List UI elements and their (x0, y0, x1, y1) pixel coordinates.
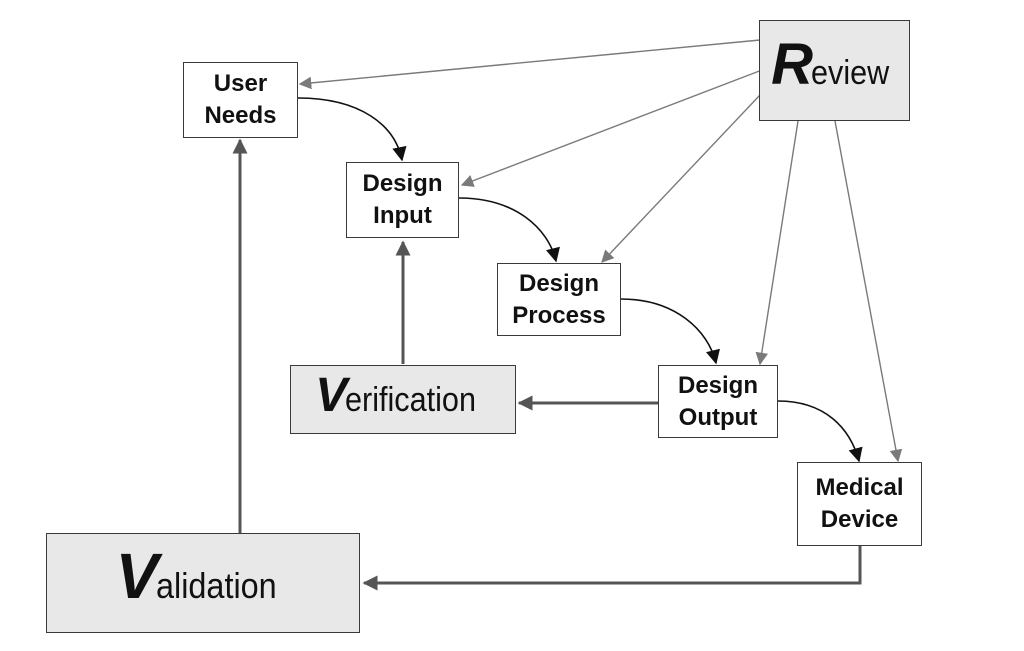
design-input-label-line2: Input (373, 202, 432, 229)
user-needs-label-line2: Needs (204, 102, 277, 129)
design-process-to-design-output-arrow (620, 298, 720, 365)
design-process-label-line2: Process (512, 301, 606, 329)
review-to-medical-device-arrow (834, 120, 903, 463)
review-lead-letter: R (771, 31, 813, 97)
validation-box: Validation (46, 533, 360, 633)
medical-device-to-validation-arrow (362, 546, 862, 591)
verification-lead-letter: V (315, 368, 347, 422)
design-process-box: Design Process (497, 263, 621, 336)
medical-device-label-line2: Device (820, 506, 899, 533)
review-to-user-needs-arrow (298, 39, 761, 90)
design-output-label-line1: Design (677, 371, 758, 399)
user-needs-to-design-input-arrow (297, 97, 407, 162)
design-output-to-medical-device-arrow (777, 400, 863, 463)
review-to-design-output-arrow (755, 120, 799, 366)
design-output-box: Design Output (658, 365, 778, 438)
review-label-rest: eview (810, 53, 890, 92)
review-to-design-process-arrow (601, 94, 761, 263)
design-output-label-line2: Output (678, 403, 758, 431)
medical-device-label-line1: Medical (815, 474, 904, 501)
design-input-label-line1: Design (362, 170, 443, 197)
user-needs-box: User Needs (183, 62, 298, 138)
validation-label-rest: alidation (156, 564, 277, 606)
design-process-label-line1: Design (518, 269, 599, 297)
review-box: Review (759, 20, 910, 121)
medical-device-box: Medical Device (797, 462, 922, 546)
user-needs-label-line1: User (213, 70, 268, 97)
design-input-box: Design Input (346, 162, 459, 238)
design-input-to-design-process-arrow (458, 197, 560, 263)
verification-label-rest: erification (345, 380, 477, 419)
verification-box: Verification (290, 365, 516, 434)
review-to-design-input-arrow (460, 69, 763, 187)
validation-lead-letter: V (115, 539, 159, 612)
